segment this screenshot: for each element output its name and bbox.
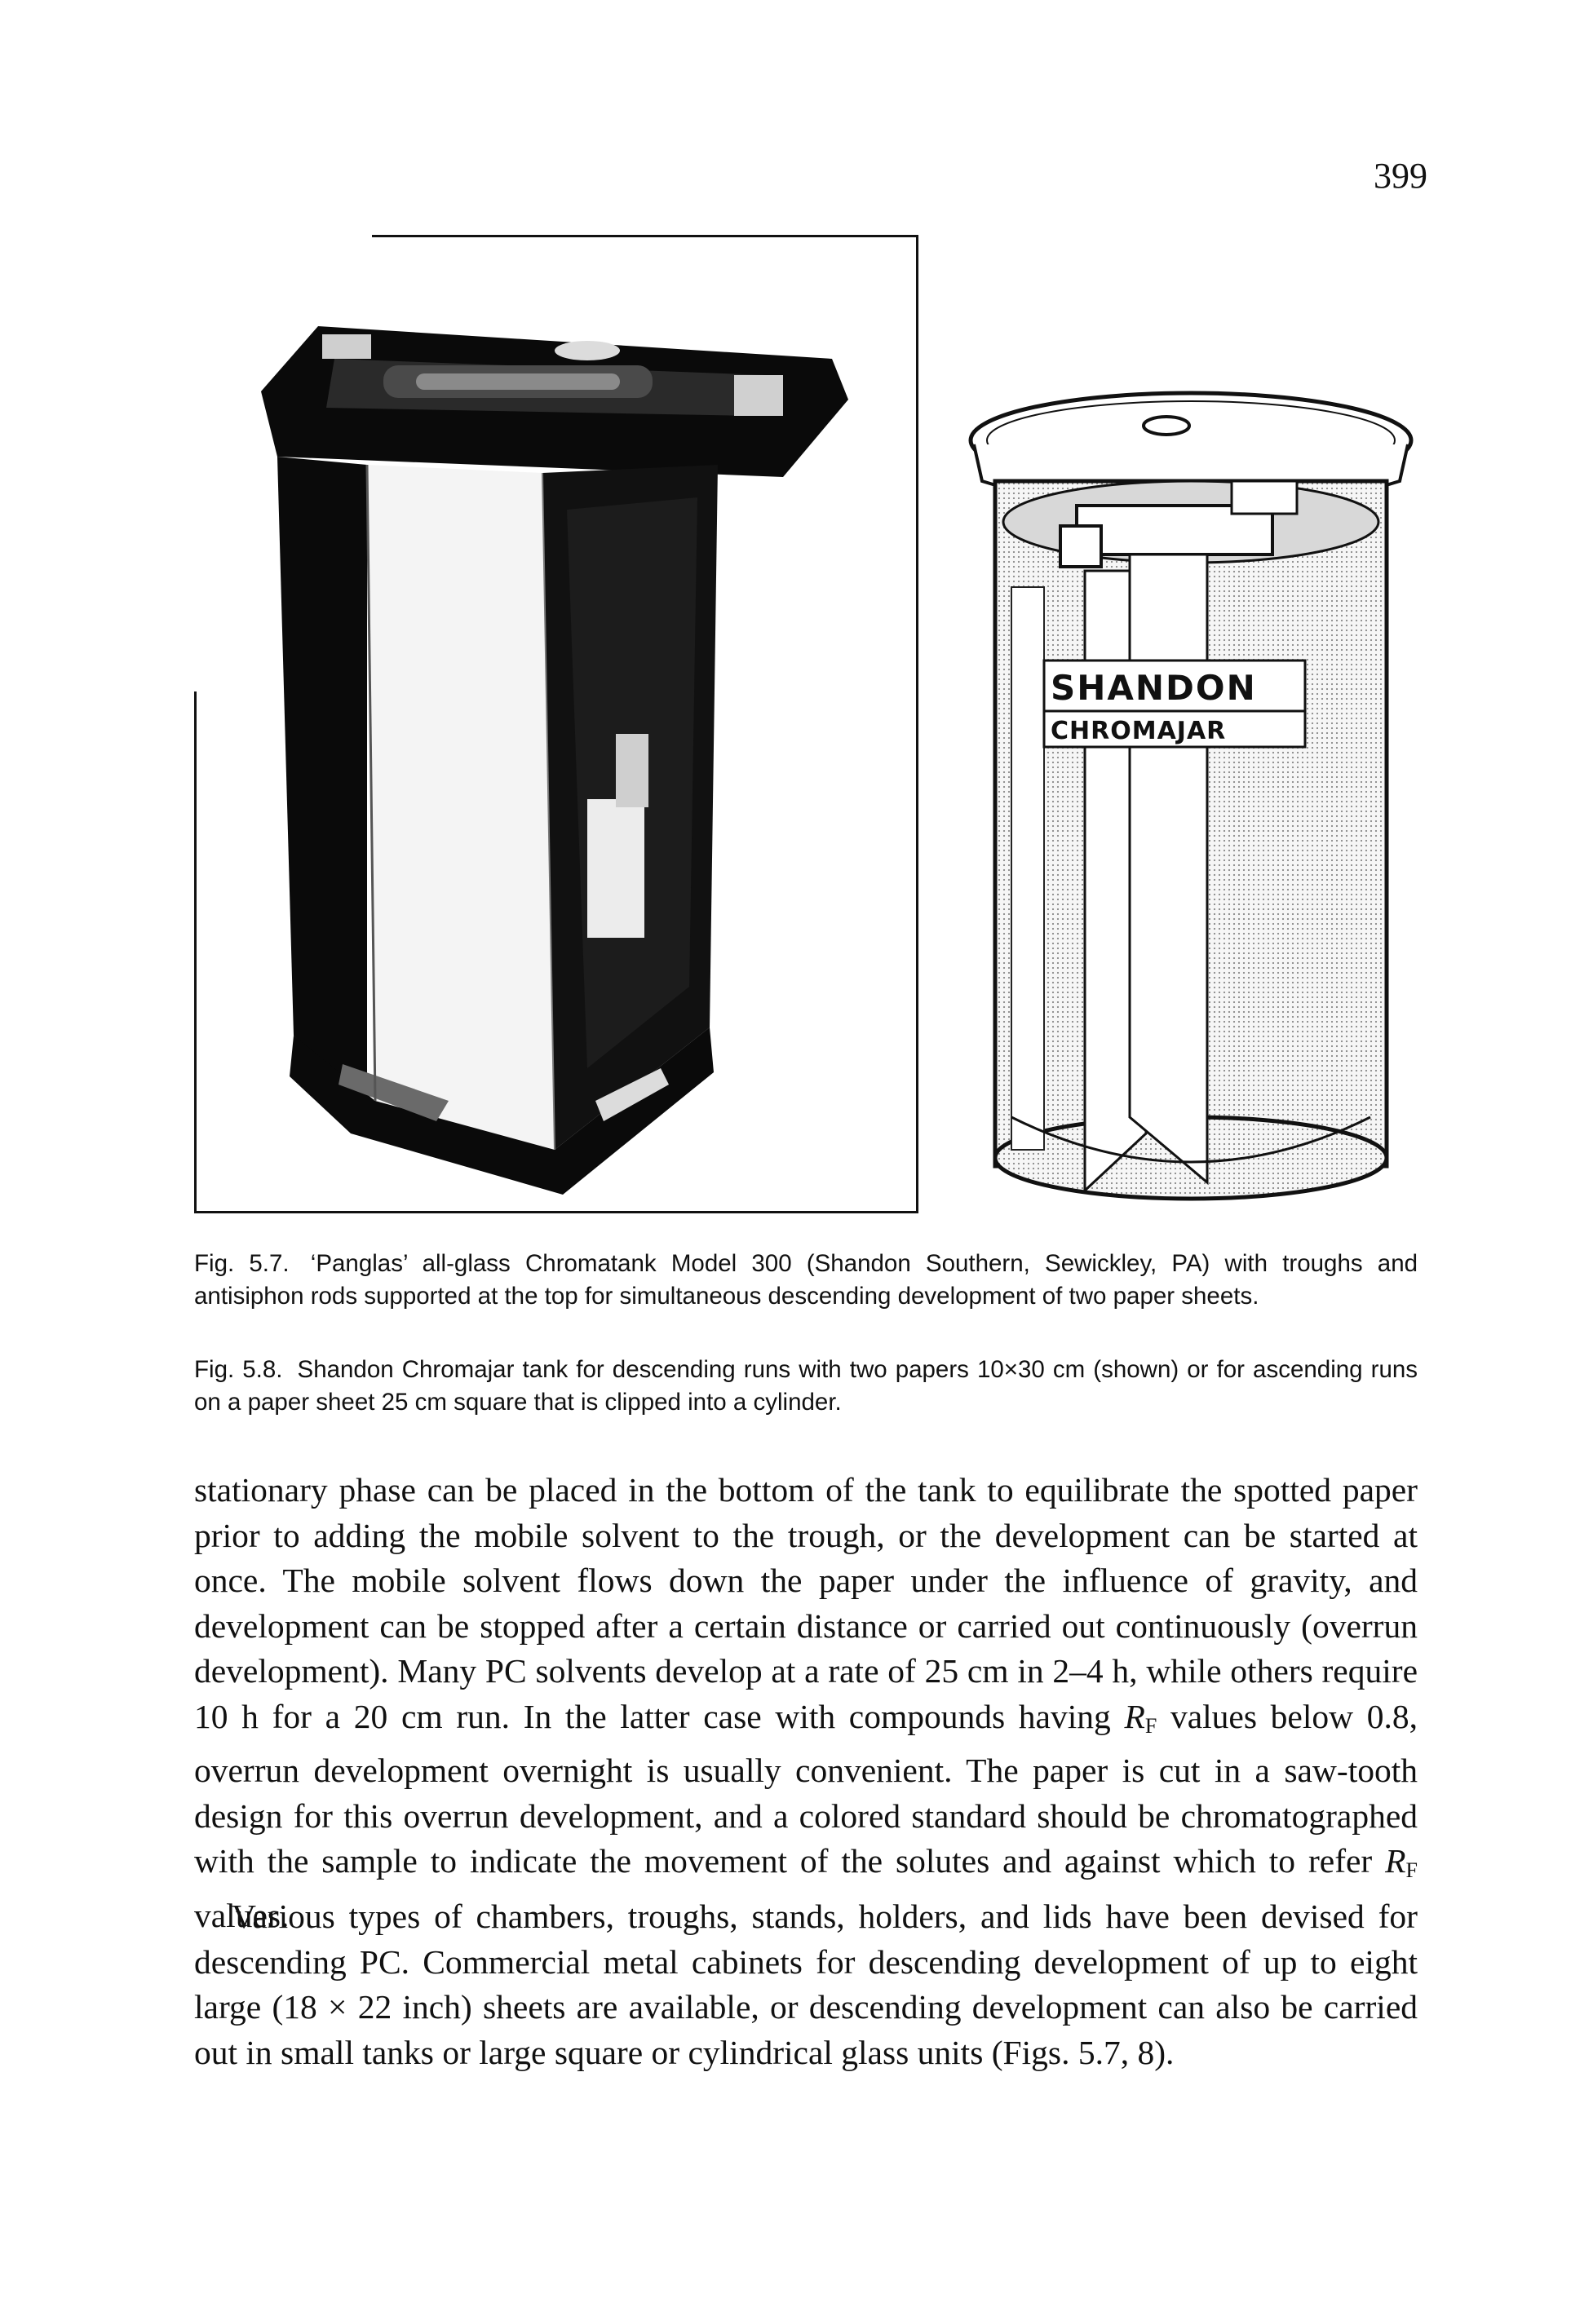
paragraph-2-text: Various types of chambers, troughs, stan… (194, 1898, 1418, 2071)
page-number: 399 (1374, 156, 1427, 196)
panglas-chromatank-image (261, 326, 848, 1195)
rf-symbol-letter: R (1124, 1697, 1145, 1735)
figure-5-8-caption: Fig. 5.8. Shandon Chromajar tank for des… (194, 1354, 1418, 1419)
frame-top-rule (372, 235, 918, 237)
paragraph-1-part3: values. (194, 1896, 290, 1934)
jar-brand-line1: SHANDON (1051, 668, 1257, 708)
rf-symbol-subscript: F (1144, 1713, 1157, 1738)
jar-brand-line2: CHROMAJAR (1051, 717, 1226, 745)
rf-symbol-subscript: F (1405, 1858, 1418, 1882)
figure-5-8-caption-text: Shandon Chromajar tank for descending ru… (194, 1356, 1418, 1416)
body-paragraph-2: Various types of chambers, troughs, stan… (194, 1894, 1418, 2075)
figure-5-7-caption: Fig. 5.7. ‘Panglas’ all-glass Chromatank… (194, 1248, 1418, 1313)
rf-symbol-letter: R (1385, 1842, 1406, 1880)
rf-symbol: RF (1124, 1697, 1157, 1738)
frame-right-rule (916, 235, 918, 1213)
figure-5-7-caption-text: ‘Panglas’ all-glass Chromatank Model 300… (194, 1250, 1418, 1310)
figure-5-8-label: Fig. 5.8. (194, 1356, 283, 1383)
shandon-chromajar-image: SHANDON CHROMAJAR (968, 391, 1414, 1201)
figure-5-7-label: Fig. 5.7. (194, 1250, 290, 1277)
paragraph-1-part2: values below 0.8, overrun development ov… (194, 1697, 1418, 1880)
rf-symbol: RF (1385, 1842, 1418, 1882)
frame-left-rule (194, 691, 197, 1213)
frame-bottom-rule (194, 1211, 918, 1213)
paragraph-1-part1: stationary phase can be placed in the bo… (194, 1471, 1418, 1735)
body-paragraph-1: stationary phase can be placed in the bo… (194, 1468, 1418, 1938)
figure-5-7-frame (194, 235, 918, 1213)
